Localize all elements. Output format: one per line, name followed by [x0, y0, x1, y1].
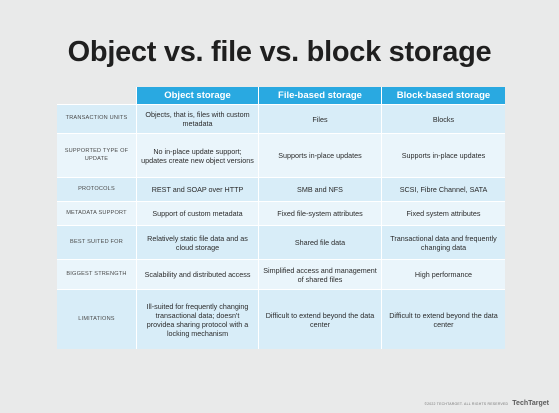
table-cell: SMB and NFS	[258, 177, 381, 201]
table-cell: Ill-suited for frequently changing trans…	[136, 289, 258, 349]
table-cell: Transactional data and frequently changi…	[381, 225, 505, 259]
column-header-block: Block-based storage	[381, 87, 505, 104]
table-cell: Relatively static file data and as cloud…	[136, 225, 258, 259]
row-label: Metadata support	[57, 201, 136, 225]
table-cell: SCSI, Fibre Channel, SATA	[381, 177, 505, 201]
copyright-text: ©2022 TECHTARGET. ALL RIGHTS RESERVED	[424, 401, 509, 406]
table-row: Protocols REST and SOAP over HTTP SMB an…	[57, 177, 505, 201]
table-cell: Objects, that is, files with custom meta…	[136, 104, 258, 133]
table-cell: Blocks	[381, 104, 505, 133]
header-corner	[57, 87, 136, 104]
page-title: Object vs. file vs. block storage	[67, 36, 492, 68]
footer: ©2022 TECHTARGET. ALL RIGHTS RESERVED Te…	[424, 400, 549, 407]
table-row: Metadata support Support of custom metad…	[57, 201, 505, 225]
table-cell: Difficult to extend beyond the data cent…	[381, 289, 505, 349]
column-header-object: Object storage	[136, 87, 258, 104]
table-cell: Scalability and distributed access	[136, 259, 258, 289]
row-label: Best suited for	[57, 225, 136, 259]
comparison-table: Object storage File-based storage Block-…	[57, 87, 505, 349]
table-cell: REST and SOAP over HTTP	[136, 177, 258, 201]
table-row: Biggest strength Scalability and distrib…	[57, 259, 505, 289]
techtarget-logo: TechTarget	[512, 400, 549, 407]
row-label: Transaction units	[57, 104, 136, 133]
table-row: Supported type of update No in-place upd…	[57, 133, 505, 177]
table-cell: Supports in-place updates	[258, 133, 381, 177]
table-cell: Simplified access and management of shar…	[258, 259, 381, 289]
table-cell: Support of custom metadata	[136, 201, 258, 225]
row-label: Limitations	[57, 289, 136, 349]
row-label: Protocols	[57, 177, 136, 201]
table-cell: No in-place update support; updates crea…	[136, 133, 258, 177]
row-label: Supported type of update	[57, 133, 136, 177]
table-row: Transaction units Objects, that is, file…	[57, 104, 505, 133]
table-cell: Fixed file-system attributes	[258, 201, 381, 225]
header-row: Object storage File-based storage Block-…	[57, 87, 505, 104]
table-cell: Supports in-place updates	[381, 133, 505, 177]
table-row: Best suited for Relatively static file d…	[57, 225, 505, 259]
table-cell: Files	[258, 104, 381, 133]
table-row: Limitations Ill-suited for frequently ch…	[57, 289, 505, 349]
table-cell: Shared file data	[258, 225, 381, 259]
table-cell: Difficult to extend beyond the data cent…	[258, 289, 381, 349]
table-cell: High performance	[381, 259, 505, 289]
table-cell: Fixed system attributes	[381, 201, 505, 225]
column-header-file: File-based storage	[258, 87, 381, 104]
row-label: Biggest strength	[57, 259, 136, 289]
